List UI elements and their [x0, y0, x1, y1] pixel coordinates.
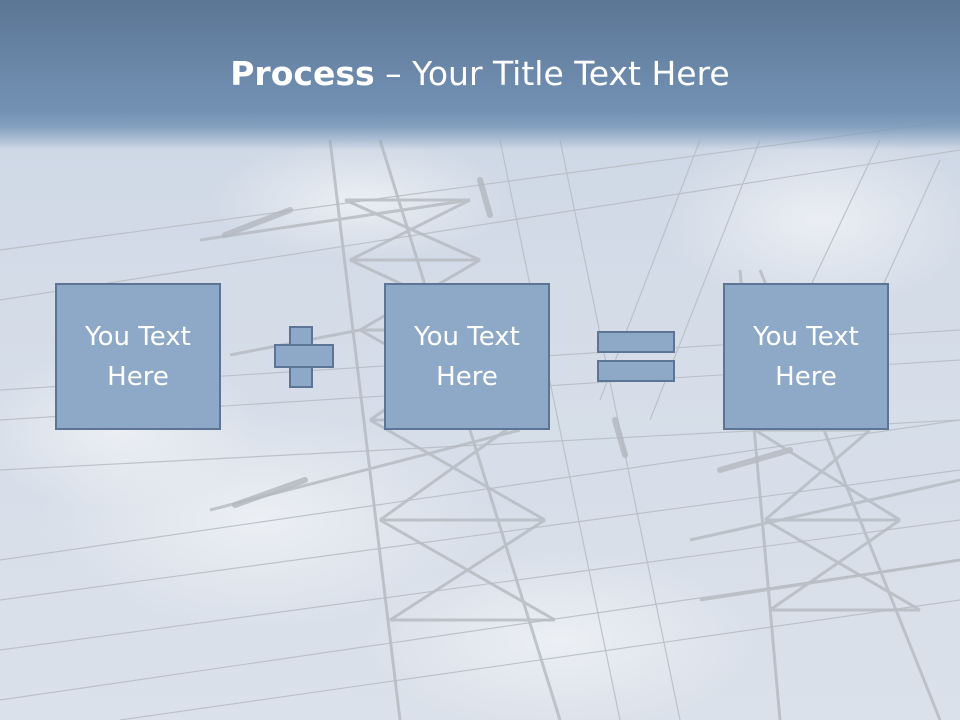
equals-bottom-bar [597, 360, 675, 382]
title-rest-part: – Your Title Text Here [374, 54, 730, 93]
plus-center-fill [291, 346, 311, 366]
process-box-3[interactable]: You Text Here [723, 283, 889, 430]
process-box-1[interactable]: You Text Here [55, 283, 221, 430]
equals-top-bar [597, 331, 675, 353]
process-box-2-text: You Text Here [414, 321, 520, 392]
process-box-1-text: You Text Here [85, 321, 191, 392]
process-box-3-text: You Text Here [753, 321, 859, 392]
title-band [0, 0, 960, 150]
title-bold-part: Process [230, 54, 375, 93]
process-box-2[interactable]: You Text Here [384, 283, 550, 430]
slide-title[interactable]: Process – Your Title Text Here [0, 52, 960, 96]
